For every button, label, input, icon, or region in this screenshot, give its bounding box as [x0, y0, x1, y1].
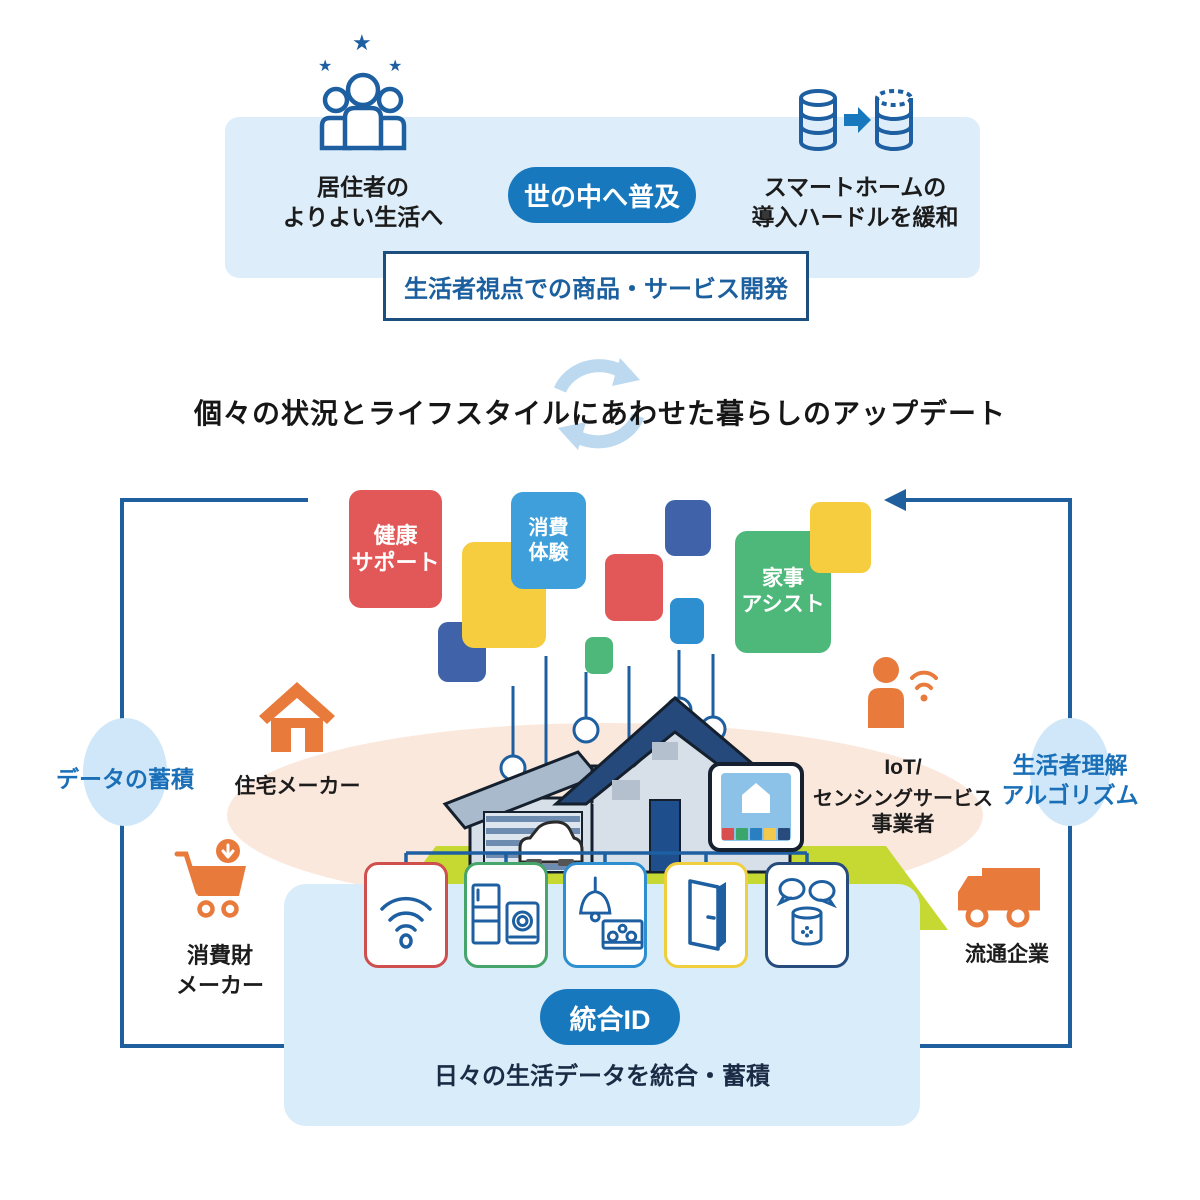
tag-health-support: 健康 サポート [349, 490, 442, 608]
residents-icon [319, 72, 407, 151]
tablet-square [764, 828, 776, 840]
algorithm-label-line2: アルゴリズム [1001, 782, 1139, 808]
floating-square-navy [665, 500, 711, 556]
tag-consumption-line2: 体験 [528, 541, 569, 564]
tablet-square [722, 828, 734, 840]
development-box: 生活者視点での商品・サービス開発 [383, 251, 809, 321]
device-card-lighting [563, 862, 647, 968]
home-control-tablet [708, 762, 804, 852]
tag-housework-line1: 家事 [762, 566, 804, 590]
fridge-washer-icon [471, 883, 540, 945]
iot-label-line2: センシングサービス [813, 788, 993, 810]
residents-label-line2: よりよい生活へ [282, 204, 444, 230]
floating-square-green [585, 637, 613, 674]
integration-caption: 日々の生活データを統合・蓄積 [434, 1063, 770, 1090]
smarthome-label-line2: 導入ハードルを緩和 [751, 204, 959, 230]
loop-arrowhead-right [884, 489, 906, 511]
residents-label-line1: 居住者の [317, 174, 409, 200]
tag-consumption-line1: 消費 [528, 516, 569, 539]
tag-housework-line2: アシスト [741, 593, 825, 616]
lamp-remote-icon [579, 876, 644, 950]
iot-label-line1: IoT/ [884, 756, 922, 779]
floating-square-blue [670, 598, 704, 644]
iot-sensing-person-icon [868, 657, 938, 728]
housing-maker-icon [259, 682, 335, 752]
wifi-icon [380, 896, 432, 949]
integrated-id-badge: 統合ID [540, 989, 680, 1045]
consumer-goods-label-line2: メーカー [175, 973, 264, 998]
data-accumulation-bubble [83, 718, 167, 826]
main-headline: 個々の状況とライフスタイルにあわせた暮らしのアップデート [193, 398, 1006, 429]
floating-square-red [605, 554, 663, 621]
consumer-goods-cart-icon [174, 839, 246, 918]
house-icon [742, 783, 770, 813]
tablet-square [778, 828, 790, 840]
floating-square-yellow [810, 502, 871, 573]
tablet-square [736, 828, 748, 840]
spread-badge: 世の中へ普及 [508, 167, 696, 223]
tablet-color-squares [721, 828, 791, 840]
cycle-icon [554, 358, 645, 450]
door-icon [688, 879, 726, 951]
distribution-truck-icon [958, 868, 1040, 928]
smart-speaker-icon [776, 878, 837, 946]
housing-maker-label: 住宅メーカー [234, 775, 361, 798]
tag-consumption-experience: 消費 体験 [511, 492, 586, 589]
data-accumulation-label: データの蓄積 [56, 766, 194, 792]
device-card-door [664, 862, 748, 968]
star-icon: ★ [318, 58, 333, 75]
algorithm-label-line1: 生活者理解 [1012, 752, 1128, 778]
device-card-wifi [364, 862, 448, 968]
database-transfer-icon [799, 89, 913, 151]
smarthome-label-line1: スマートホームの [763, 174, 947, 200]
tablet-square [750, 828, 762, 840]
tag-health-line1: 健康 [373, 522, 418, 548]
consumer-goods-label-line1: 消費財 [186, 943, 253, 968]
tag-health-line2: サポート [351, 550, 440, 575]
device-card-appliances [464, 862, 548, 968]
iot-label-line3: 事業者 [871, 813, 935, 836]
device-card-speaker [765, 862, 849, 968]
star-icon: ★ [388, 58, 403, 75]
distribution-label: 流通企業 [965, 943, 1049, 966]
star-icon: ★ [352, 30, 372, 55]
algorithm-bubble [1030, 718, 1110, 826]
